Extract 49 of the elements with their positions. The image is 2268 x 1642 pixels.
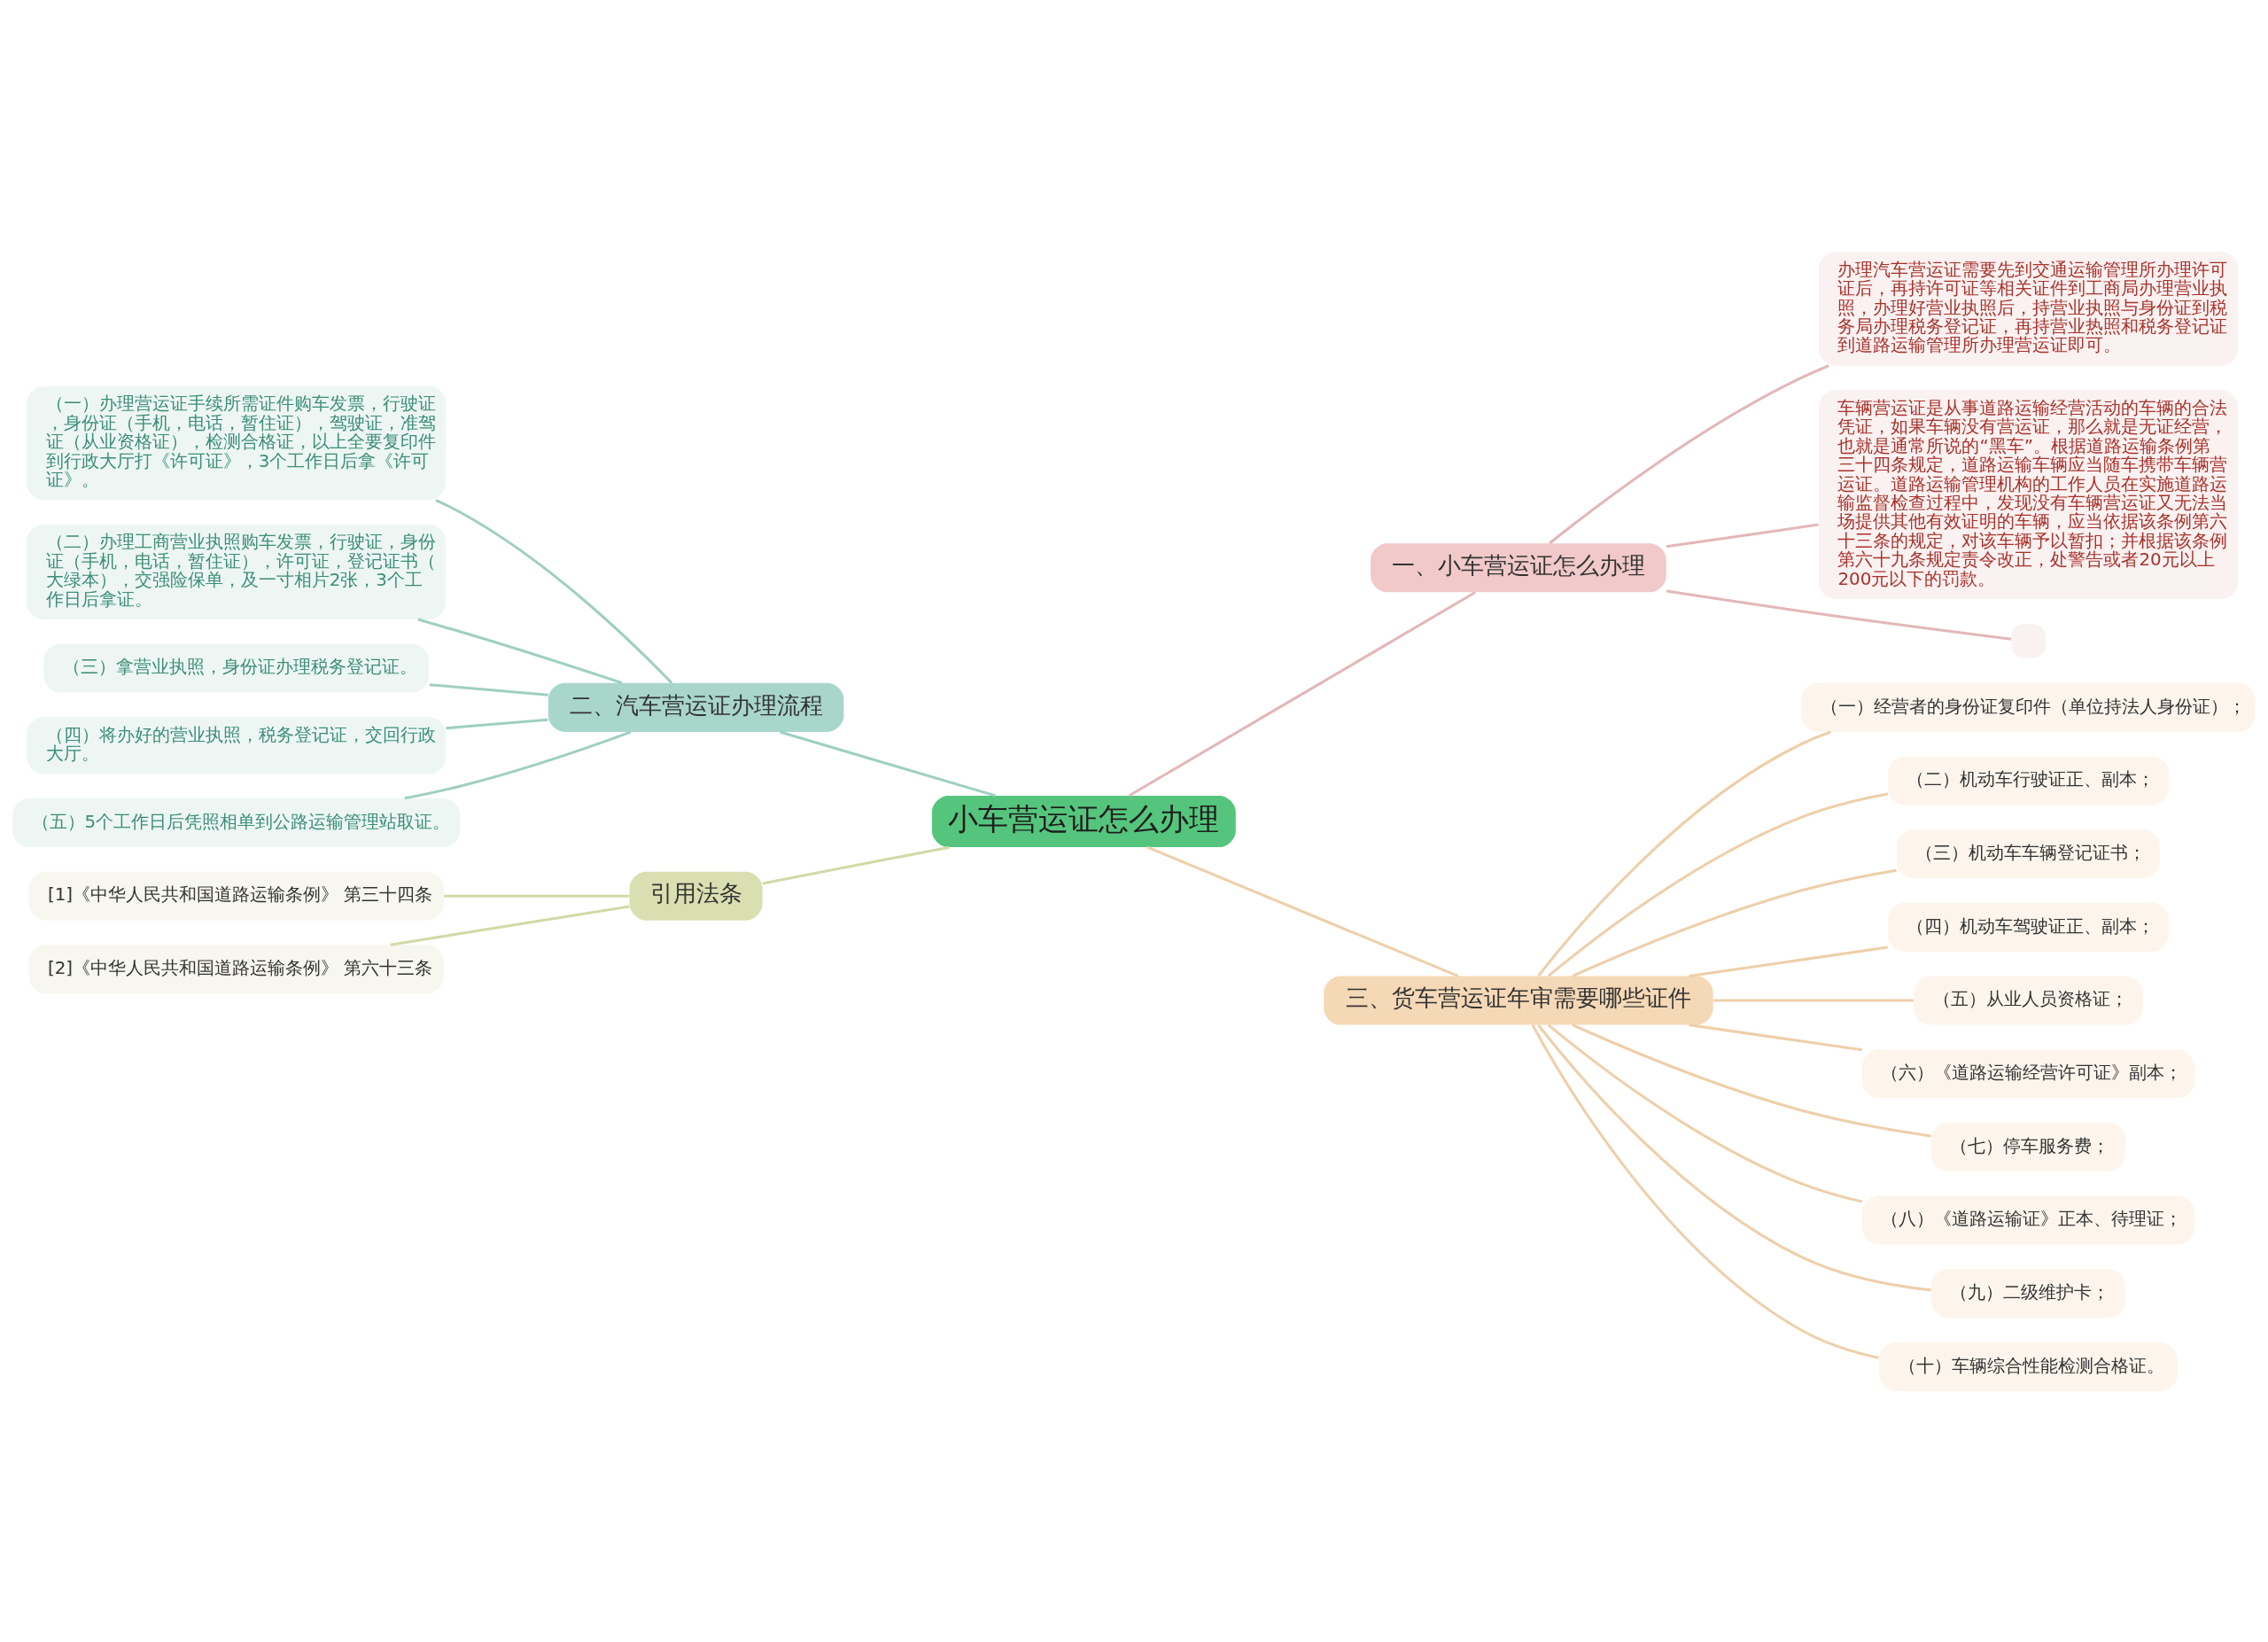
node-box: （四）将办好的营业执照，税务登记证，交回行政大厅。	[27, 716, 447, 774]
node-box: （五）5个工作日后凭照相单到公路运输管理站取证。	[12, 798, 461, 847]
connector	[1572, 868, 1897, 977]
connector	[417, 618, 623, 684]
connector	[779, 730, 996, 797]
node-box: （二）办理工商营业执照购车发票，行驶证，身份证（手机，电话，暂住证），许可证，登记证书（大绿本），交强险保单，及一寸相片2张，3个工作日后拿证。	[27, 524, 447, 619]
node-box: [2]《中华人民共和国道路运输条例》 第六十三条	[28, 944, 444, 993]
connector	[446, 718, 548, 729]
node-box: （三）机动车车辆登记证书；	[1897, 829, 2160, 878]
connector	[435, 498, 673, 684]
node-box: （七）停车服务费；	[1931, 1122, 2125, 1171]
connector	[762, 845, 950, 884]
node-box: 办理汽车营运证需要先到交通运输管理所办理许可证后，再持许可证等相关证件到工商局办理营业执照，办理好营业执照后，持营业执照与身份证到税务局办理税务登记证，再持营业热照和税务登记证到道路运输管理所办理营运证即可。	[1819, 251, 2238, 366]
node-box: 三、货车营运证年审需要哪些证件	[1324, 976, 1713, 1025]
connector	[1549, 363, 1829, 544]
connector	[1531, 1023, 1879, 1359]
connector	[1537, 730, 1831, 977]
connector	[1689, 946, 1888, 977]
node-box: 引用法条	[629, 871, 763, 921]
connector	[390, 905, 630, 946]
node-box: （四）机动车驾驶证正、副本；	[1888, 902, 2169, 952]
node-box: （九）二级维护卡；	[1931, 1268, 2125, 1318]
node-box: （五）从业人员资格证；	[1914, 976, 2143, 1025]
connector	[429, 682, 548, 696]
connector	[1547, 792, 1889, 977]
connector	[1146, 845, 1459, 977]
node-box: （八）《道路运输证》正本、待理证；	[1861, 1195, 2194, 1245]
connector	[1572, 1023, 1931, 1137]
connector	[1713, 999, 1914, 1002]
connector	[1689, 1023, 1862, 1051]
node-box: 一、小车营运证怎么办理	[1371, 542, 1666, 592]
node-box: （一）办理营运证手续所需证件购车发票，行驶证，身份证（手机，电话，暂住证），驾驶证，准驾证（从业资格证），检测合格证，以上全要复印件到行政大厅打《许可证》，3个工作日后拿《许可证》。	[27, 385, 447, 500]
node-box: 二、汽车营运证办理流程	[548, 682, 844, 732]
connector	[404, 730, 632, 799]
node-box: （一）经营者的身份证复印件（单位持法人身份证）；	[1801, 682, 2256, 732]
connector	[1537, 1023, 1931, 1291]
node-box	[2011, 623, 2046, 658]
node-box: （十）车辆综合性能检测合格证。	[1879, 1342, 2178, 1391]
node-box: （六）《道路运输经营许可证》副本；	[1861, 1048, 2194, 1098]
node-box: 车辆营运证是从事道路运输经营活动的车辆的合法凭证，如果车辆没有营运证，那么就是无证经营，也就是通常所说的“黑车”。根据道路运输条例第三十四条规定，道路运输车辆应当随车携带车辆营运证。道路运输管理机构的工作人员在实施道路运输监督检查过程中，发现没有车辆营运证又无法当场提供其他有效证明的车辆，应当依据该条例第六十三条的规定，对该车辆予以暂扣；并根据该条例第六十九条规定责令改正，处警告或者20元以上200元以下的罚款。	[1819, 389, 2238, 599]
connector	[1666, 588, 2012, 641]
connector	[1547, 1023, 1863, 1203]
connector	[1666, 523, 1819, 548]
node-box: （二）机动车行驶证正、副本；	[1888, 756, 2169, 805]
connector	[444, 894, 630, 898]
node-box: （三）拿营业执照，身份证办理税务登记证。	[43, 643, 430, 693]
connector	[1129, 590, 1476, 797]
node-box: 小车营运证怎么办理	[931, 795, 1236, 847]
node-box: [1]《中华人民共和国道路运输条例》 第三十四条	[28, 871, 444, 921]
